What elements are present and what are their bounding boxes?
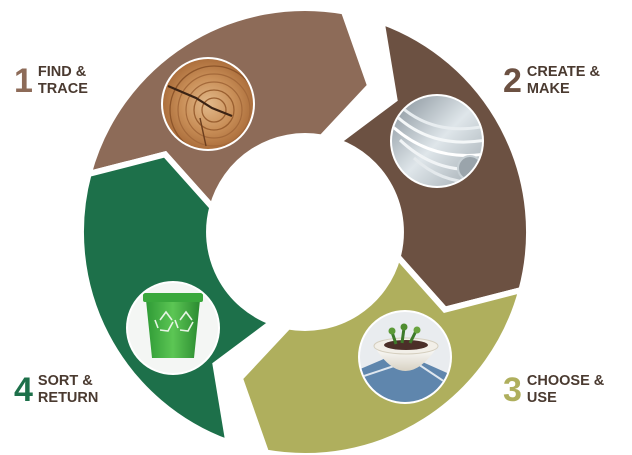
center-hole <box>217 144 393 320</box>
step-2-label: 2 CREATE & MAKE <box>503 64 600 98</box>
wood-grain-icon <box>161 57 255 151</box>
step-3-text: CHOOSE & USE <box>527 373 604 407</box>
step-4-label: 4 SORT & RETURN <box>14 373 98 407</box>
step-2-text: CREATE & MAKE <box>527 64 600 98</box>
step-3-label: 3 CHOOSE & USE <box>503 373 604 407</box>
step-3-line2: USE <box>526 390 557 406</box>
step-2-number: 2 <box>503 62 522 100</box>
step-2-line2: MAKE <box>526 81 570 97</box>
step-1-number: 1 <box>14 62 33 100</box>
step-1-line1: FIND & <box>37 64 87 80</box>
step-1-label: 1 FIND & TRACE <box>14 64 88 98</box>
step-3-line1: CHOOSE & <box>526 373 605 389</box>
fiber-roll-icon <box>390 94 484 188</box>
step-4-line2: RETURN <box>37 390 99 406</box>
step-3-number: 3 <box>503 371 522 409</box>
step-4-line1: SORT & <box>37 373 93 389</box>
food-bowl-icon <box>358 310 452 404</box>
step-1-text: FIND & TRACE <box>38 64 88 98</box>
step-4-text: SORT & RETURN <box>38 373 98 407</box>
step-4-number: 4 <box>14 371 33 409</box>
step-2-line1: CREATE & <box>526 64 600 80</box>
recycling-bin-icon <box>126 281 220 375</box>
step-1-line2: TRACE <box>37 81 88 97</box>
